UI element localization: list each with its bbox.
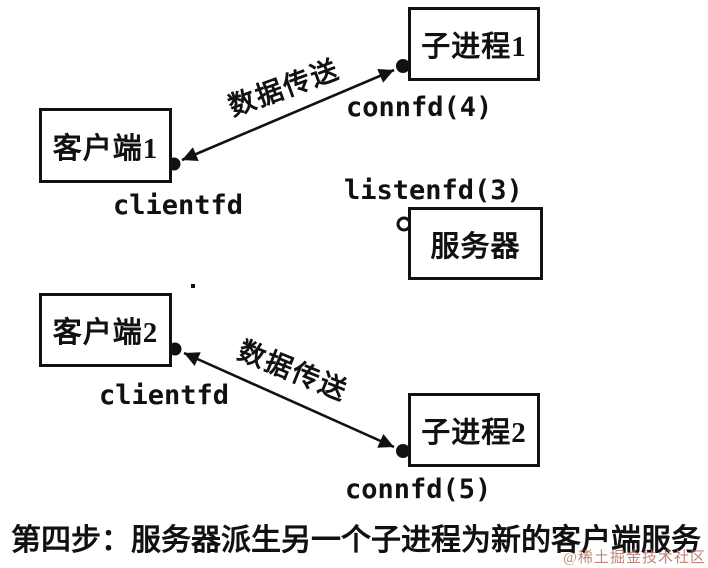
child-process1-box: 子进程1 — [408, 7, 540, 81]
connfd4-label: connfd(4) — [346, 92, 493, 123]
listenfd3-label: listenfd(3) — [344, 175, 523, 206]
data-transfer-arrow-bottom — [183, 351, 395, 449]
child-process1-label: 子进程1 — [421, 31, 527, 63]
socket-dot-child1 — [396, 59, 410, 73]
server-box: 服务器 — [408, 207, 543, 280]
child-process2-label: 子进程2 — [421, 417, 527, 449]
client1-label: 客户端1 — [52, 132, 159, 165]
client2-box: 客户端2 — [39, 293, 172, 367]
server-label: 服务器 — [430, 230, 521, 263]
watermark-text: @稀土掘金技术社区 — [563, 550, 706, 566]
data-transfer-arrow-top — [181, 68, 395, 162]
socket-dot-child2 — [396, 444, 410, 458]
connfd5-label: connfd(5) — [345, 474, 492, 505]
clientfd-label-1: clientfd — [113, 190, 244, 221]
client1-box: 客户端1 — [39, 108, 172, 183]
scan-artifact-dot — [191, 284, 195, 288]
client2-label: 客户端2 — [52, 317, 159, 349]
figure-caption: 第四步：服务器派生另一个子进程为新的客户端服务 — [11, 524, 701, 557]
clientfd-label-2: clientfd — [99, 380, 230, 411]
child-process2-box: 子进程2 — [408, 393, 540, 467]
